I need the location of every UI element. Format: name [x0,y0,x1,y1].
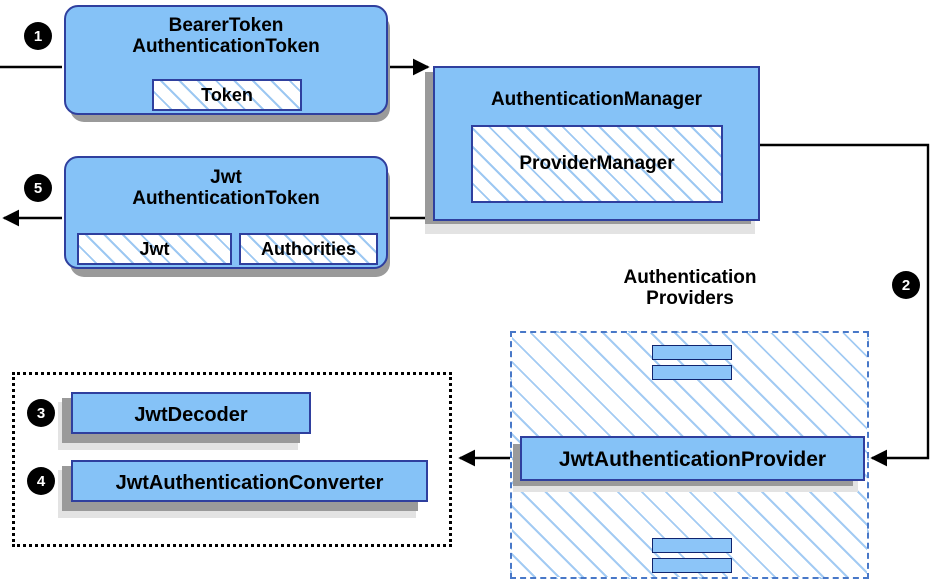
marker-1: 1 [25,23,51,49]
chip-provider-manager: ProviderManager [471,125,723,203]
bearer-token-title-line2: AuthenticationToken [132,36,320,58]
jwt-decoder-label: JwtDecoder [134,404,248,426]
providers-title-line1: Authentication [623,267,757,288]
jwt-authentication-converter-label: JwtAuthenticationConverter [115,472,384,494]
jwt-token-card-title: Jwt AuthenticationToken [66,167,386,210]
jwt-token-title-line2: AuthenticationToken [132,188,320,210]
marker-4: 4 [28,468,54,494]
authentication-manager-title: AuthenticationManager [490,89,703,110]
support-components-zone [12,372,452,547]
jwt-authentication-converter-card[interactable]: JwtAuthenticationConverter [71,460,428,502]
provider-stub-bar-top-2 [652,365,732,380]
providers-title-line2: Providers [646,287,734,309]
marker-5: 5 [25,175,51,201]
authentication-manager-card[interactable]: AuthenticationManager ProviderManager [433,66,760,221]
bearer-token-title-line1: BearerToken [168,15,284,36]
jwt-decoder-card[interactable]: JwtDecoder [71,392,311,434]
marker-3: 3 [28,400,54,426]
authentication-providers-title: Authentication Providers [560,267,820,310]
chip-jwt: Jwt [77,233,232,265]
bearer-token-card-title: BearerToken AuthenticationToken [66,15,386,58]
provider-stub-bar-top-1 [652,345,732,360]
provider-stub-bar-bottom-1 [652,538,732,553]
jwt-authentication-token-card[interactable]: Jwt AuthenticationToken Jwt Authorities [64,156,388,269]
chip-authorities: Authorities [239,233,378,265]
bearer-token-authentication-token-card[interactable]: BearerToken AuthenticationToken Token [64,5,388,115]
jwt-token-title-line1: Jwt [210,167,242,188]
chip-token: Token [152,79,302,111]
arrow-manager-to-provider [760,143,930,467]
provider-stub-bar-bottom-2 [652,558,732,573]
jwt-authentication-provider-card[interactable]: JwtAuthenticationProvider [520,436,865,481]
jwt-authentication-provider-label: JwtAuthenticationProvider [558,448,827,471]
marker-2: 2 [893,272,919,298]
